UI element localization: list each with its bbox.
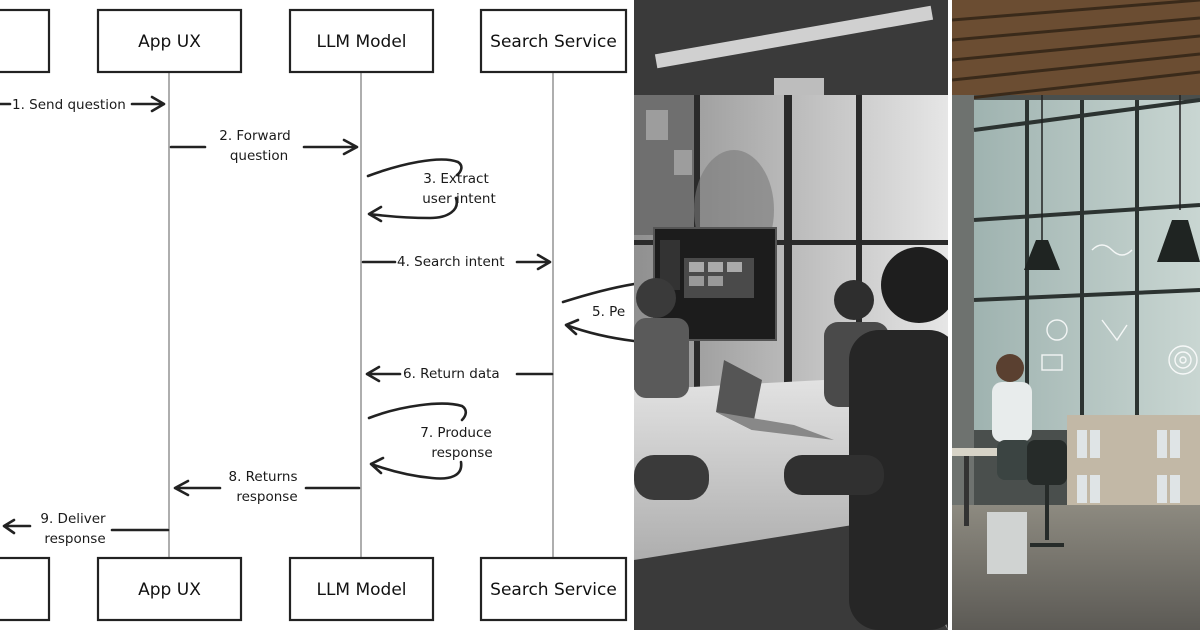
message-label: 8. Returns: [228, 469, 297, 485]
sequence-diagram: App UX LLM Model Search Service App UX L…: [0, 8, 634, 622]
participant-user-top: [0, 8, 51, 74]
participant-label: LLM Model: [316, 580, 406, 600]
message-label: 6. Return data: [403, 366, 500, 382]
message-3: 3. Extract user intent: [366, 158, 496, 223]
message-label: question: [230, 148, 288, 164]
participant-llm-bottom: LLM Model: [288, 556, 435, 622]
participant-label: Search Service: [490, 32, 617, 52]
participant-app-bottom: App UX: [96, 556, 243, 622]
message-9: 9. Deliver response: [2, 511, 170, 547]
message-5: 5. Pe: [561, 282, 634, 343]
message-1: 1. Send question: [0, 95, 166, 113]
message-label: 1. Send question: [12, 97, 126, 113]
office-workspace-photo: [952, 0, 1200, 630]
participant-search-bottom: Search Service: [479, 556, 628, 622]
participant-llm-top: LLM Model: [288, 8, 435, 74]
participant-label: App UX: [138, 32, 201, 52]
participant-app-top: App UX: [96, 8, 243, 74]
message-label: 9. Deliver: [40, 511, 106, 527]
message-8: 8. Returns response: [173, 469, 361, 505]
meeting-room-photo: [634, 0, 948, 630]
participant-user-bottom: [0, 556, 51, 622]
message-label: user intent: [422, 191, 496, 207]
message-4: 4. Search intent: [361, 253, 552, 271]
participant-label: Search Service: [490, 580, 617, 600]
message-label: 3. Extract: [423, 171, 489, 187]
participant-label: LLM Model: [316, 32, 406, 52]
message-label: 4. Search intent: [397, 254, 505, 270]
message-label: response: [431, 445, 492, 461]
message-label: 2. Forward: [219, 128, 290, 144]
participant-label: App UX: [138, 580, 201, 600]
message-label: 7. Produce: [420, 425, 491, 441]
message-2: 2. Forward question: [169, 128, 359, 164]
participant-search-top: Search Service: [479, 8, 628, 74]
message-6: 6. Return data: [365, 365, 554, 383]
message-label: response: [236, 489, 297, 505]
message-label: response: [44, 531, 105, 547]
message-7: 7. Produce response: [367, 402, 493, 480]
message-label: 5. Pe: [592, 304, 625, 320]
